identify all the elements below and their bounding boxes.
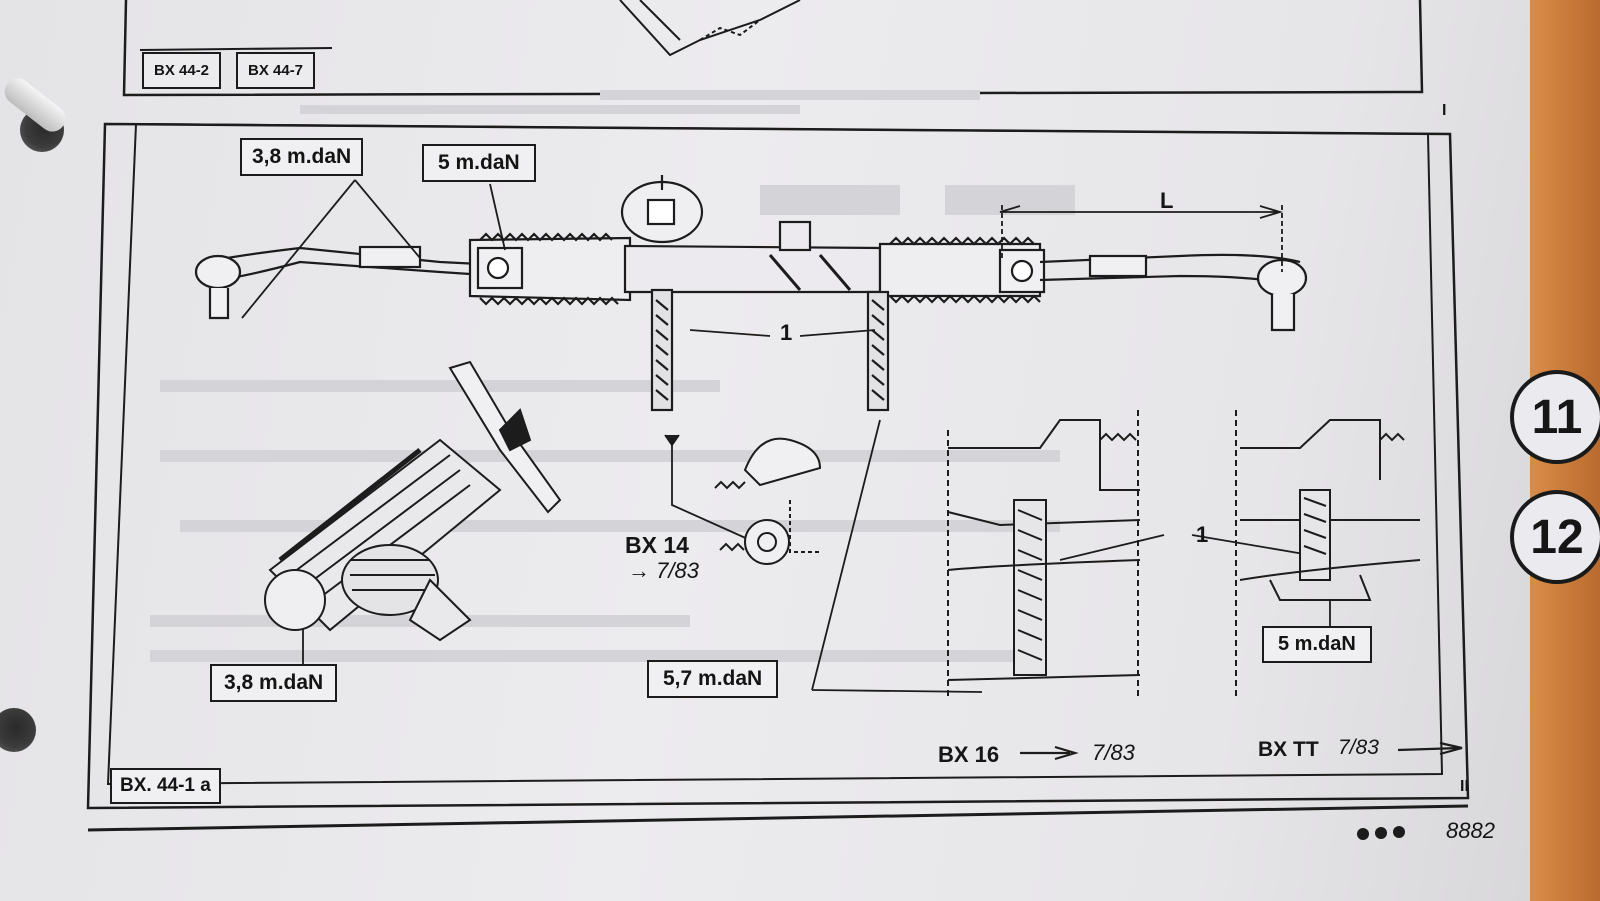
- steering-rack-diagram: [86, 0, 1470, 840]
- top-partial-illustration: [619, 0, 801, 57]
- chapter-tab-12: 12: [1510, 490, 1600, 584]
- torque-label-center: 5,7 m.daN: [647, 660, 779, 698]
- rack-assembly: [194, 175, 1308, 412]
- figure-reference: BX. 44-1 a: [110, 768, 221, 804]
- bx14-model: BX 14: [625, 532, 689, 558]
- bxtt-section: [1235, 410, 1421, 700]
- cutaway-pinion-illustration: [264, 360, 562, 642]
- page-bullets: [1357, 826, 1405, 840]
- dimension-l-label: L: [1160, 188, 1174, 213]
- inner-frame: [106, 122, 1444, 786]
- tab-line: [139, 47, 333, 51]
- bx16-date: 7/83: [1092, 740, 1135, 765]
- torque-label-top-mid: 5 m.daN: [422, 144, 536, 182]
- torque-label-right: 5 m.daN: [1262, 626, 1372, 663]
- callout-1-label: 1: [780, 320, 793, 345]
- page-number: 8882: [1446, 818, 1495, 843]
- callout-1-right-label: 1: [1196, 522, 1209, 547]
- bx16-model: BX 16: [938, 742, 1000, 767]
- tab-bx-44-2: BX 44-2: [142, 52, 222, 89]
- tab-bx-44-7: BX 44-7: [236, 52, 316, 89]
- section-roman-top: I: [1442, 102, 1447, 119]
- bx14-detail: [714, 437, 822, 565]
- chapter-tab-11: 11: [1510, 370, 1600, 464]
- manual-page: BX 44-2 BX 44-7 3,8 m.daN 5 m.daN 3,8 m.…: [0, 0, 1530, 901]
- leader-lines: [241, 179, 1463, 761]
- torque-label-top-left: 3,8 m.daN: [240, 138, 364, 176]
- section-roman-bottom: II: [1460, 778, 1469, 795]
- binder-hole-bottom: [0, 708, 36, 752]
- bottom-rule: [87, 804, 1469, 832]
- bxtt-date: 7/83: [1338, 736, 1379, 759]
- bxtt-model: BX TT: [1258, 738, 1319, 761]
- torque-label-bottom-left: 3,8 m.daN: [210, 664, 338, 702]
- bx16-section: [947, 410, 1141, 700]
- bx14-date: → 7/83: [628, 558, 699, 583]
